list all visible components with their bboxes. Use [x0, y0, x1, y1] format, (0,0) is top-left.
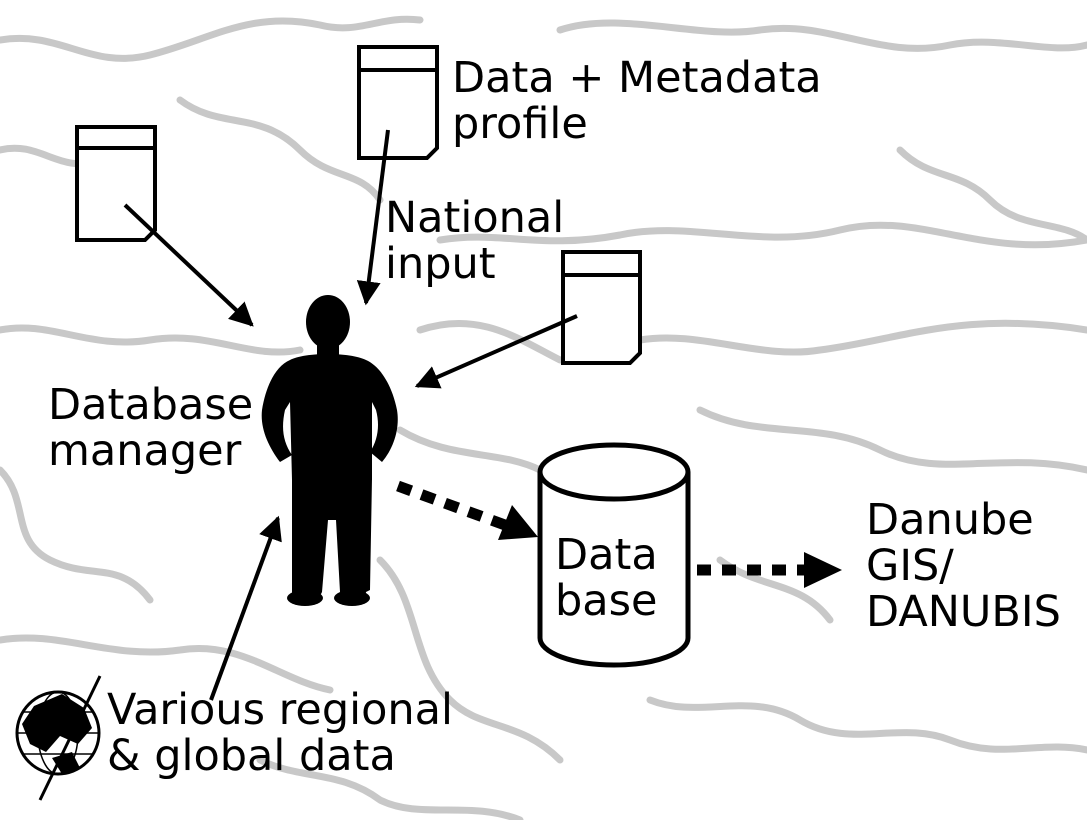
label-line: Data — [555, 530, 658, 580]
regional-global-data-label: Various regional & global data — [107, 687, 453, 779]
document-icon — [561, 250, 642, 365]
label-line: Database — [48, 380, 254, 430]
document-icon — [357, 45, 439, 160]
label-line: & global data — [107, 731, 396, 781]
background-map — [0, 15, 1087, 820]
document-icon — [75, 125, 157, 242]
arrow-document-to-manager — [123, 203, 254, 327]
globe-icon — [15, 675, 102, 801]
database-label: Data base — [555, 532, 658, 624]
label-line: GIS/ — [866, 541, 954, 591]
database-manager-label: Database manager — [48, 382, 253, 474]
database-cylinder-icon — [537, 442, 691, 668]
person-silhouette-icon — [261, 295, 398, 606]
danube-gis-label: Danube GIS/ DANUBIS — [866, 497, 1061, 635]
label-line: DANUBIS — [866, 587, 1061, 637]
label-line: Various regional — [107, 685, 453, 735]
national-input-label: National input — [385, 195, 564, 287]
label-line: Danube — [866, 495, 1034, 545]
label-line: base — [555, 576, 658, 626]
dashed-arrow-manager-to-database — [396, 480, 538, 540]
arrow-regional-data-to-manager — [209, 515, 282, 701]
label-line: National — [385, 193, 565, 243]
arrow-national-input-to-manager — [356, 129, 390, 306]
arrow-document-to-manager-right — [414, 314, 578, 389]
data-metadata-profile-label: Data + Metadata profile — [452, 55, 822, 147]
label-line: Data + Metadata — [452, 53, 822, 103]
label-line: input — [385, 239, 496, 289]
dashed-arrow-database-to-danubis — [697, 552, 842, 588]
label-line: manager — [48, 426, 242, 476]
label-line: profile — [452, 99, 588, 149]
